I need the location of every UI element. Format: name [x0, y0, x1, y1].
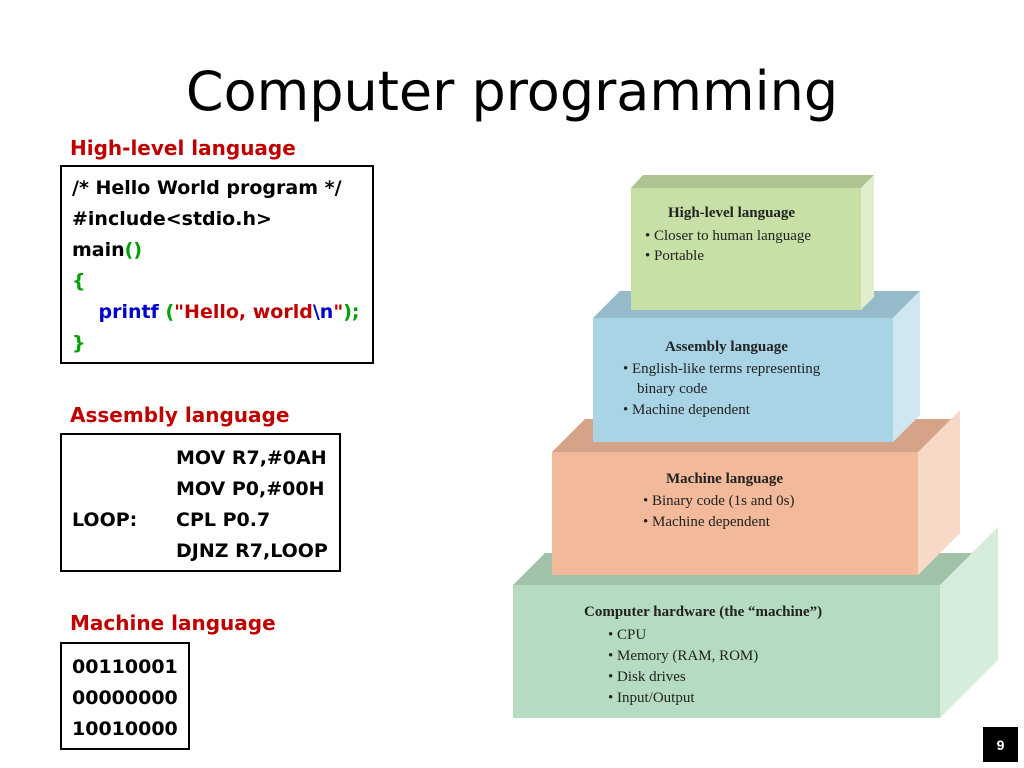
code-main-parens: ()	[124, 239, 143, 261]
high-level-block-top	[631, 175, 874, 188]
page-number: 9	[983, 727, 1018, 762]
machine-line: 10010000	[72, 718, 178, 740]
code-main-line: main()	[72, 235, 362, 266]
asm-line: MOV R7,#0AH	[72, 443, 329, 474]
asm-line-label: LOOP:	[72, 509, 138, 531]
hardware-bullet: • Input/Output	[608, 690, 695, 706]
machine-bullet: • Binary code (1s and 0s)	[643, 493, 794, 509]
machine-code-box: 00110001 00000000 10010000	[60, 642, 190, 750]
assembly-label: Assembly language	[70, 403, 290, 427]
high-level-block-front	[631, 188, 861, 310]
asm-instruction: MOV R7,#0AH	[176, 447, 327, 469]
asm-instruction: MOV P0,#00H	[176, 478, 325, 500]
code-include-line: #include<stdio.h>	[72, 208, 272, 230]
machine-block-front	[552, 452, 918, 575]
machine-title: Machine language	[666, 471, 783, 487]
pyramid-level-high-level: High-level language • Closer to human la…	[631, 175, 874, 310]
hardware-bullet: • Memory (RAM, ROM)	[608, 648, 758, 664]
high-level-bullet: • Closer to human language	[645, 228, 811, 244]
code-quote-open: "	[174, 301, 185, 323]
hardware-title: Computer hardware (the “machine”)	[584, 604, 822, 620]
code-close-paren-semicolon: );	[343, 301, 360, 323]
code-close-brace: }	[72, 332, 86, 354]
hardware-bullet: • CPU	[608, 627, 646, 643]
machine-block-side	[918, 410, 960, 575]
assembly-title: Assembly language	[665, 339, 788, 355]
code-quote-close: "	[333, 301, 344, 323]
code-string-text: Hello, world	[184, 301, 313, 323]
slide-title: Computer programming	[185, 60, 839, 123]
pyramid-level-assembly: Assembly language • English-like terms r…	[593, 291, 920, 442]
assembly-code-box: MOV R7,#0AH MOV P0,#00H LOOP: CPL P0.7 DJ…	[60, 433, 341, 572]
machine-bullet: • Machine dependent	[643, 514, 771, 530]
asm-line: LOOP: CPL P0.7	[72, 505, 329, 536]
assembly-bullet: binary code	[637, 381, 708, 397]
high-level-title: High-level language	[668, 205, 795, 221]
machine-label: Machine language	[70, 611, 276, 635]
machine-line: 00000000	[72, 687, 178, 709]
code-open-paren: (	[165, 301, 175, 323]
high-level-code-box: /* Hello World program */ #include<stdio…	[60, 165, 374, 364]
machine-line: 00110001	[72, 656, 178, 678]
code-comment-line: /* Hello World program */	[72, 177, 342, 199]
code-escape: \n	[312, 301, 334, 323]
assembly-bullet: • Machine dependent	[623, 402, 751, 418]
high-level-block-side	[861, 175, 874, 310]
asm-instruction: CPL P0.7	[176, 509, 271, 531]
code-main-name: main	[72, 239, 125, 261]
code-open-brace: {	[72, 270, 86, 292]
code-printf-line: printf ("Hello, world\n");	[72, 297, 362, 328]
asm-instruction: DJNZ R7,LOOP	[176, 540, 328, 562]
hardware-block-front	[513, 585, 940, 718]
high-level-bullet: • Portable	[645, 248, 704, 264]
assembly-bullet: • English-like terms representing	[623, 361, 821, 377]
assembly-block-side	[893, 291, 920, 442]
hardware-block-side	[940, 527, 998, 718]
asm-line: DJNZ R7,LOOP	[72, 536, 329, 567]
asm-line: MOV P0,#00H	[72, 474, 329, 505]
hardware-bullet: • Disk drives	[608, 669, 686, 685]
assembly-block-front	[593, 318, 893, 442]
code-printf-name: printf	[98, 301, 159, 323]
high-level-label: High-level language	[70, 136, 296, 160]
